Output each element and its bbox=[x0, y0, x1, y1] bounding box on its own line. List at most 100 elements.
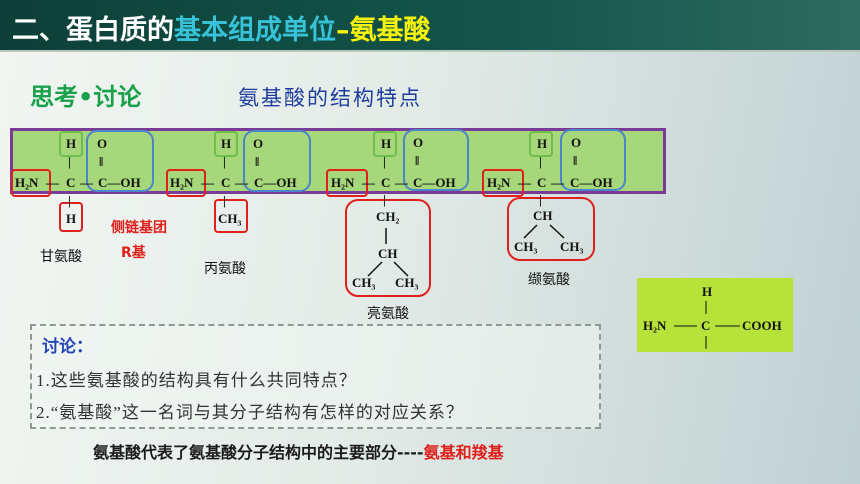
title-part-1: 二、蛋白质的 bbox=[12, 15, 174, 46]
bond-dash: — bbox=[517, 175, 532, 190]
name-glycine: 甘氨酸 bbox=[40, 249, 82, 265]
formula-glycine: H | O ‖ H₂N — C — C—OH | H bbox=[11, 130, 154, 232]
formula-alanine: H | O ‖ H₂N — C — C—OH | CH₃ bbox=[166, 130, 311, 233]
atom-h: H bbox=[702, 284, 712, 299]
title-part-2: 基本组成单位 bbox=[174, 15, 336, 46]
atom-o: O bbox=[571, 135, 581, 150]
carboxyl-group: C—OH bbox=[570, 175, 613, 190]
name-valine: 缬氨酸 bbox=[528, 272, 570, 288]
formula-band bbox=[10, 128, 666, 194]
bond-dash: — bbox=[361, 175, 376, 190]
r-group-highlight bbox=[345, 199, 431, 297]
question-1: 1.这些氨基酸的结构具有什么共同特点？ bbox=[36, 371, 357, 390]
methyl-group: CH₃ bbox=[560, 239, 584, 254]
r-group-highlight bbox=[507, 197, 595, 261]
methyl-group: CH₃ bbox=[352, 275, 376, 290]
r-group-highlight bbox=[214, 199, 248, 233]
carboxyl-highlight bbox=[403, 129, 469, 191]
bond-vertical: | bbox=[68, 154, 71, 169]
atom-h: H bbox=[66, 136, 76, 151]
formula-valine: H | O ‖ H₂N — C — C—OH | CH CH₃ CH₃ bbox=[482, 129, 626, 261]
double-bond: ‖ bbox=[573, 153, 577, 168]
double-bond: ‖ bbox=[415, 153, 419, 168]
double-bond: ‖ bbox=[99, 154, 103, 169]
conclusion-text: 氨基酸代表了氨基酸分子结构中的主要部分---- bbox=[93, 443, 424, 462]
atom-c: C bbox=[537, 175, 546, 190]
bond-line bbox=[367, 261, 383, 277]
h-highlight bbox=[59, 131, 83, 157]
title-part-3: –氨基酸 bbox=[336, 15, 431, 46]
conclusion-highlight: 氨基和羧基 bbox=[423, 443, 504, 462]
methine-group: CH bbox=[378, 246, 398, 261]
bond-vertical: | bbox=[223, 154, 226, 169]
bond-vertical: | bbox=[383, 154, 386, 169]
general-formula: H H₂N C COOH bbox=[637, 278, 793, 352]
methine-group: CH bbox=[533, 208, 553, 223]
methyl-group: CH₃ bbox=[395, 275, 419, 290]
carboxyl-highlight bbox=[86, 130, 154, 192]
bond-dash: — bbox=[45, 175, 60, 190]
methylene-group: CH₂ bbox=[376, 209, 400, 224]
bond-vertical: | bbox=[223, 193, 226, 208]
amino-highlight bbox=[326, 169, 368, 197]
double-bond: ‖ bbox=[255, 154, 259, 169]
formula-leucine: H | O ‖ H₂N — C — C—OH | CH₂ CH CH₃ CH₃ bbox=[326, 129, 469, 297]
alpha-carbon: C bbox=[701, 318, 710, 333]
atom-h: H bbox=[221, 136, 231, 151]
think-discuss-label: 思考•讨论 bbox=[30, 83, 142, 111]
amino-group: H₂N bbox=[487, 175, 511, 190]
carboxyl-highlight bbox=[560, 129, 626, 191]
name-leucine: 亮氨酸 bbox=[367, 306, 409, 322]
slide-title: 二、蛋白质的基本组成单位–氨基酸 bbox=[12, 8, 431, 47]
bond-vertical: | bbox=[383, 192, 386, 207]
bond-dash: — bbox=[234, 175, 249, 190]
structure-subtitle: 氨基酸的结构特点 bbox=[238, 86, 422, 110]
carboxyl-highlight bbox=[243, 130, 311, 192]
carboxyl-group: C—OH bbox=[413, 175, 456, 190]
atom-c: C bbox=[381, 175, 390, 190]
methyl-group: CH₃ bbox=[514, 239, 538, 254]
amino-highlight bbox=[166, 169, 206, 197]
r-group-label: R基 bbox=[121, 245, 146, 261]
methyl-group: CH₃ bbox=[218, 211, 242, 226]
bond-dash: — bbox=[200, 175, 215, 190]
carboxyl-group: C—OH bbox=[98, 175, 141, 190]
bond-dash: — bbox=[79, 175, 94, 190]
amino-group: H₂N bbox=[331, 175, 355, 190]
atom-h: H bbox=[381, 136, 391, 151]
bond-vertical: | bbox=[539, 154, 542, 169]
h-highlight bbox=[529, 131, 553, 157]
general-formula-box bbox=[637, 278, 793, 352]
bond-vertical: | bbox=[68, 193, 71, 208]
atom-c: C bbox=[66, 175, 75, 190]
bond-vertical: | bbox=[539, 192, 542, 207]
h-highlight bbox=[373, 131, 397, 157]
amino-highlight bbox=[11, 169, 51, 197]
atom-c: C bbox=[221, 175, 230, 190]
bond-line bbox=[523, 224, 538, 239]
bond-dash: — bbox=[550, 175, 565, 190]
name-alanine: 丙氨酸 bbox=[204, 261, 246, 277]
carboxyl-group: COOH bbox=[742, 318, 782, 333]
atom-o: O bbox=[253, 136, 263, 151]
bond-line bbox=[393, 261, 409, 277]
r-group-h: H bbox=[66, 211, 76, 226]
side-chain-label: 侧链基团 bbox=[111, 220, 167, 236]
r-group-highlight bbox=[59, 202, 83, 232]
discussion-title: 讨论： bbox=[42, 337, 93, 357]
bond-dash: — bbox=[394, 175, 409, 190]
conclusion: 氨基酸代表了氨基酸分子结构中的主要部分----氨基和羧基 bbox=[93, 439, 504, 463]
amino-highlight bbox=[482, 169, 524, 197]
atom-h: H bbox=[537, 136, 547, 151]
bond-line bbox=[549, 224, 565, 239]
question-2: 2.“氨基酸”这一名词与其分子结构有怎样的对应关系？ bbox=[36, 403, 464, 422]
amino-group: H₂N bbox=[170, 175, 194, 190]
atom-o: O bbox=[413, 135, 423, 150]
discussion-box: 讨论： 1.这些氨基酸的结构具有什么共同特点？ 2.“氨基酸”这一名词与其分子结… bbox=[30, 324, 601, 429]
carboxyl-group: C—OH bbox=[254, 175, 297, 190]
h-highlight bbox=[214, 131, 238, 157]
amino-group: H₂N bbox=[643, 318, 667, 333]
atom-o: O bbox=[97, 136, 107, 151]
amino-group: H₂N bbox=[15, 175, 39, 190]
